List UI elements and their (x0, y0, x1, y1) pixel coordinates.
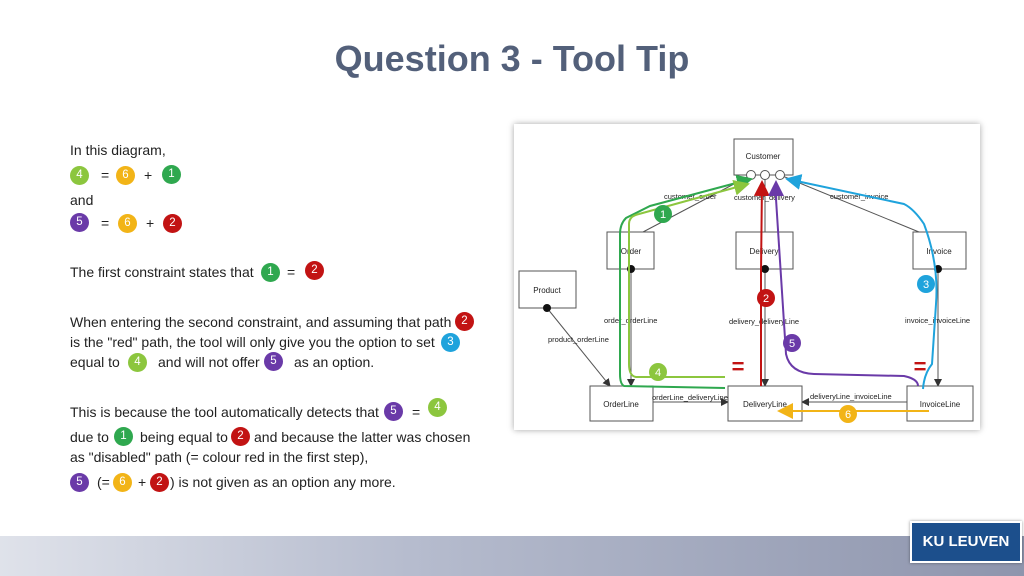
second-constraint-line2: is the "red" path, the tool will only gi… (70, 334, 435, 350)
label-customer-delivery: customer_delivery (734, 193, 795, 202)
badge-4: 4 (128, 353, 147, 372)
page-title: Question 3 - Tool Tip (334, 38, 690, 79)
label-order-orderline: order_orderLine (604, 316, 657, 325)
equals-sign: = (101, 215, 110, 231)
diagram-badge-5-label: 5 (789, 338, 795, 350)
because-line1: This is because the tool automatically d… (70, 404, 379, 420)
diagram-badge-2 (757, 289, 775, 307)
path-3-blue (785, 174, 938, 390)
badge-2: 2 (231, 427, 250, 446)
connector-circle (775, 170, 785, 180)
because-line3: as "disabled" path (= colour red in the … (70, 449, 369, 465)
badge-2: 2 (305, 261, 324, 280)
path-1-green (619, 174, 753, 389)
badge-4: 4 (428, 398, 447, 417)
second-constraint-line3c: as an option. (294, 354, 375, 370)
diagram-badge-1 (654, 205, 672, 223)
label-delivery-deliveryline: delivery_deliveryLine (729, 317, 799, 326)
because-line4b: ) is not given as an option any more. (170, 474, 396, 490)
badge-5: 5 (384, 402, 403, 421)
node-invoice (912, 231, 967, 270)
label-product-orderline: product_orderLine (548, 335, 609, 344)
node-order-label: Order (621, 247, 642, 256)
footer-band (0, 536, 1024, 576)
path-4-lightgreen (628, 180, 750, 378)
node-invoiceline (906, 385, 974, 422)
diagram-badge-3-label: 3 (923, 279, 929, 291)
diagram-badge-4-label: 4 (655, 367, 661, 379)
intro-text: In this diagram, (70, 142, 166, 158)
badge-5: 5 (70, 213, 89, 232)
diagram-badge-1-label: 1 (660, 209, 666, 221)
second-constraint-line3b: and will not offer (158, 354, 260, 370)
node-customer (733, 138, 794, 176)
node-invoiceline-label: InvoiceLine (920, 400, 961, 409)
badge-3: 3 (441, 333, 460, 352)
diagram-badge-4 (649, 363, 667, 381)
label-deliveryline-invoiceline: deliveryLine_invoiceLine (810, 392, 892, 401)
badge-5: 5 (70, 473, 89, 492)
edge-customer-invoice (779, 174, 920, 233)
diagram-badge-6-label: 6 (845, 409, 851, 421)
label-customer-order: customer_order (664, 192, 717, 201)
diagram-panel: Customer Order Delivery Invoice Product … (514, 124, 980, 430)
diagram-badge-5 (783, 334, 801, 352)
plus-sign: + (138, 474, 147, 490)
second-constraint-line3a: equal to (70, 354, 120, 370)
node-customer-label: Customer (746, 152, 781, 161)
badge-6: 6 (118, 214, 137, 233)
badge-1: 1 (261, 263, 280, 282)
equals-sign: = (287, 264, 296, 280)
path-2-red (753, 180, 770, 386)
node-product-label: Product (533, 286, 561, 295)
node-orderline-label: OrderLine (603, 400, 639, 409)
diagram-svg: Customer Order Delivery Invoice Product … (518, 138, 974, 423)
plus-sign: + (144, 167, 153, 183)
badge-1: 1 (162, 165, 181, 184)
because-line2b: being equal to (140, 429, 228, 445)
badge-6: 6 (116, 166, 135, 185)
first-constraint-text: The first constraint states that (70, 264, 254, 280)
connector-dot (543, 304, 551, 312)
equals-sign: = (412, 404, 421, 420)
diagram-badge-2-label: 2 (763, 293, 769, 305)
plus-sign: + (146, 215, 155, 231)
ku-leuven-logo: KU LEUVEN (910, 521, 1022, 563)
connector-circle (760, 170, 770, 180)
because-line2c: and because the latter was chosen (254, 429, 471, 445)
label-invoice-invoiceline: invoice_invoiceLine (905, 316, 970, 325)
connector-dot (761, 265, 769, 273)
node-invoice-label: Invoice (926, 247, 952, 256)
node-deliveryline-label: DeliveryLine (743, 400, 788, 409)
node-product (518, 270, 577, 309)
badge-4: 4 (70, 166, 89, 185)
equals-marker: = (732, 354, 745, 379)
because-line4a: (= (97, 474, 110, 490)
badge-1: 1 (114, 427, 133, 446)
diagram-badge-6 (839, 405, 857, 423)
edge-product-orderline (546, 307, 611, 387)
because-line2a: due to (70, 429, 109, 445)
node-orderline (589, 385, 654, 422)
badge-2: 2 (163, 214, 182, 233)
equals-sign: = (101, 167, 110, 183)
badge-5: 5 (264, 352, 283, 371)
label-customer-invoice: customer_invoice (830, 192, 888, 201)
path-5-purple (768, 180, 919, 387)
badge-2: 2 (150, 473, 169, 492)
node-delivery-label: Delivery (750, 247, 779, 256)
and-text: and (70, 192, 94, 208)
label-orderline-deliveryline: orderLine_deliveryLine (652, 393, 728, 402)
equals-marker: = (914, 354, 927, 379)
connector-circle (746, 170, 756, 180)
second-constraint-line1: When entering the second constraint, and… (70, 314, 452, 330)
badge-2: 2 (455, 312, 474, 331)
diagram-badge-3 (917, 275, 935, 293)
node-delivery (735, 231, 794, 270)
badge-6: 6 (113, 473, 132, 492)
